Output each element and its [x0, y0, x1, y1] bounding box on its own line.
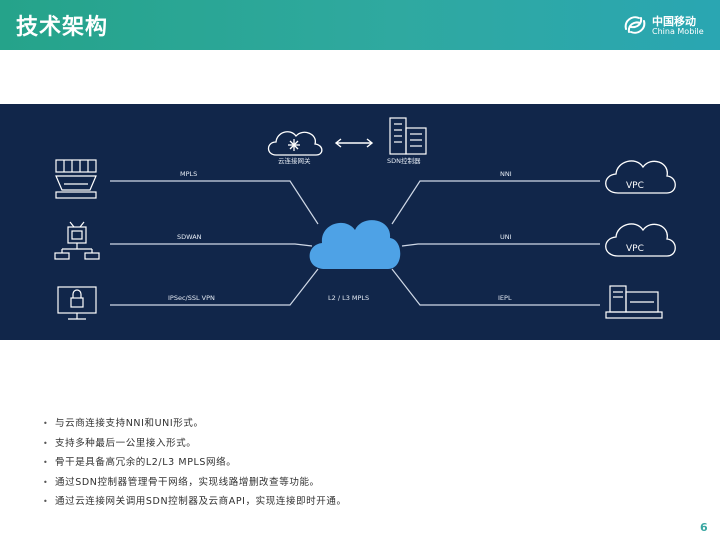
sdwan-line [110, 243, 313, 247]
bullet-item: •与云商连接支持NNI和UNI形式。 [43, 418, 204, 429]
page-title: 技术架构 [16, 15, 109, 40]
mpls-router-icon [55, 159, 97, 199]
uni-label: UNI [500, 233, 512, 241]
double-arrow-icon [334, 138, 374, 148]
bullet-marker: • [43, 477, 48, 487]
logo-text-cn: 中国移动 [652, 15, 696, 28]
bullet-marker: • [43, 497, 48, 506]
vpc-cloud-icon [605, 223, 676, 257]
vpc-label: VPC [626, 181, 644, 191]
feature-bullet-list: •与云商连接支持NNI和UNI形式。 •支持多种最后一公里接入形式。 •骨干是具… [43, 418, 684, 516]
sdwan-device-icon [54, 221, 100, 260]
uni-line [401, 243, 600, 247]
server-icon [605, 285, 663, 319]
sdn-controller-label: SDN控制器 [387, 156, 421, 165]
cloud-gateway-icon [267, 131, 323, 156]
vpc-cloud-icon [605, 160, 676, 194]
sdn-controller-icon [389, 117, 427, 155]
nni-line [391, 180, 600, 225]
mpls-line [110, 180, 319, 225]
vpc-label: VPC [626, 244, 644, 254]
iepl-line [391, 268, 600, 306]
cloud-gateway-label: 云连接网关 [278, 156, 311, 165]
bullet-item: •通过SDN控制器管理骨干网络，实现线路增删改查等功能。 [43, 476, 320, 488]
logo-text-en: China Mobile [652, 27, 704, 36]
bullet-marker: • [43, 458, 48, 467]
ipsec-label: IPSec/SSL VPN [168, 294, 215, 302]
vpn-terminal-icon [57, 286, 97, 320]
header-bar: 技术架构 中国移动 China Mobile [0, 0, 720, 50]
iepl-label: IEPL [498, 294, 512, 302]
bullet-marker: • [43, 419, 48, 428]
sdwan-label: SDWAN [177, 233, 202, 241]
china-mobile-logo-icon [624, 16, 646, 34]
mpls-label: MPLS [180, 170, 197, 178]
backbone-cloud-icon [309, 220, 401, 269]
china-mobile-logo: 中国移动 China Mobile [622, 12, 714, 40]
backbone-label: L2 / L3 MPLS [328, 294, 369, 302]
bullet-item: •通过云连接网关调用SDN控制器及云商API，实现连接即时开通。 [43, 496, 347, 507]
page-number: 6 [700, 521, 708, 534]
architecture-diagram: 云连接网关 SDN控制器 MPLS SDWAN IPSec/SSL VPN NN… [0, 104, 720, 340]
bullet-item: •支持多种最后一公里接入形式。 [43, 437, 197, 449]
ipsec-line [110, 268, 319, 306]
bullet-item: •骨干是具备高冗余的L2/L3 MPLS网络。 [43, 457, 237, 468]
nni-label: NNI [500, 170, 512, 178]
bullet-marker: • [43, 438, 48, 448]
